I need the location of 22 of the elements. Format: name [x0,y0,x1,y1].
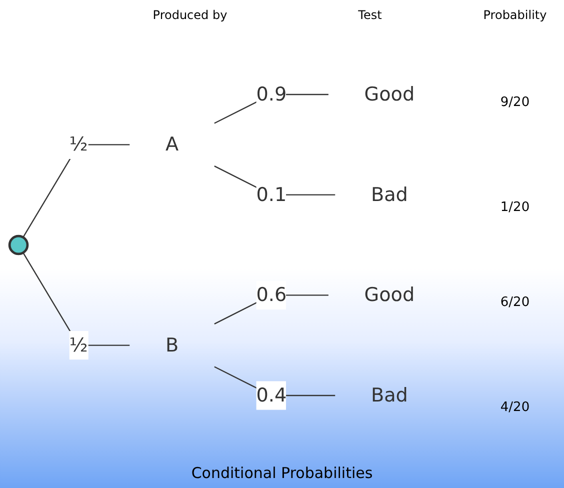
probability-value: 6/20 [499,295,531,310]
node-text: Good [364,82,415,106]
edge-label: 0.1 [256,182,287,206]
probability-value: 9/20 [499,95,531,110]
node-text: Good [364,283,415,306]
column-header: Test [357,8,383,22]
edge-label: 0.4 [256,384,287,406]
node-text: Bad [370,384,408,406]
edge-label: ½ [69,333,88,356]
node-text: B [165,333,179,356]
node-circle [8,234,29,256]
caption: Conditional Probabilities [191,464,373,482]
column-header: Produced by [152,8,228,22]
probability-value: 1/20 [499,200,531,215]
node-text: A [165,132,179,156]
tree-diagram: ½ ½ 0.9 0.1 0.6 0.4 A B Good Bad Good Bad [0,50,460,440]
column-header: Probability [482,8,548,22]
edge-label: ½ [69,132,88,156]
edge-label: 0.9 [256,82,287,106]
probability-value: 4/20 [499,400,531,415]
edge-label: 0.6 [256,283,287,306]
node-text: Bad [370,182,408,206]
